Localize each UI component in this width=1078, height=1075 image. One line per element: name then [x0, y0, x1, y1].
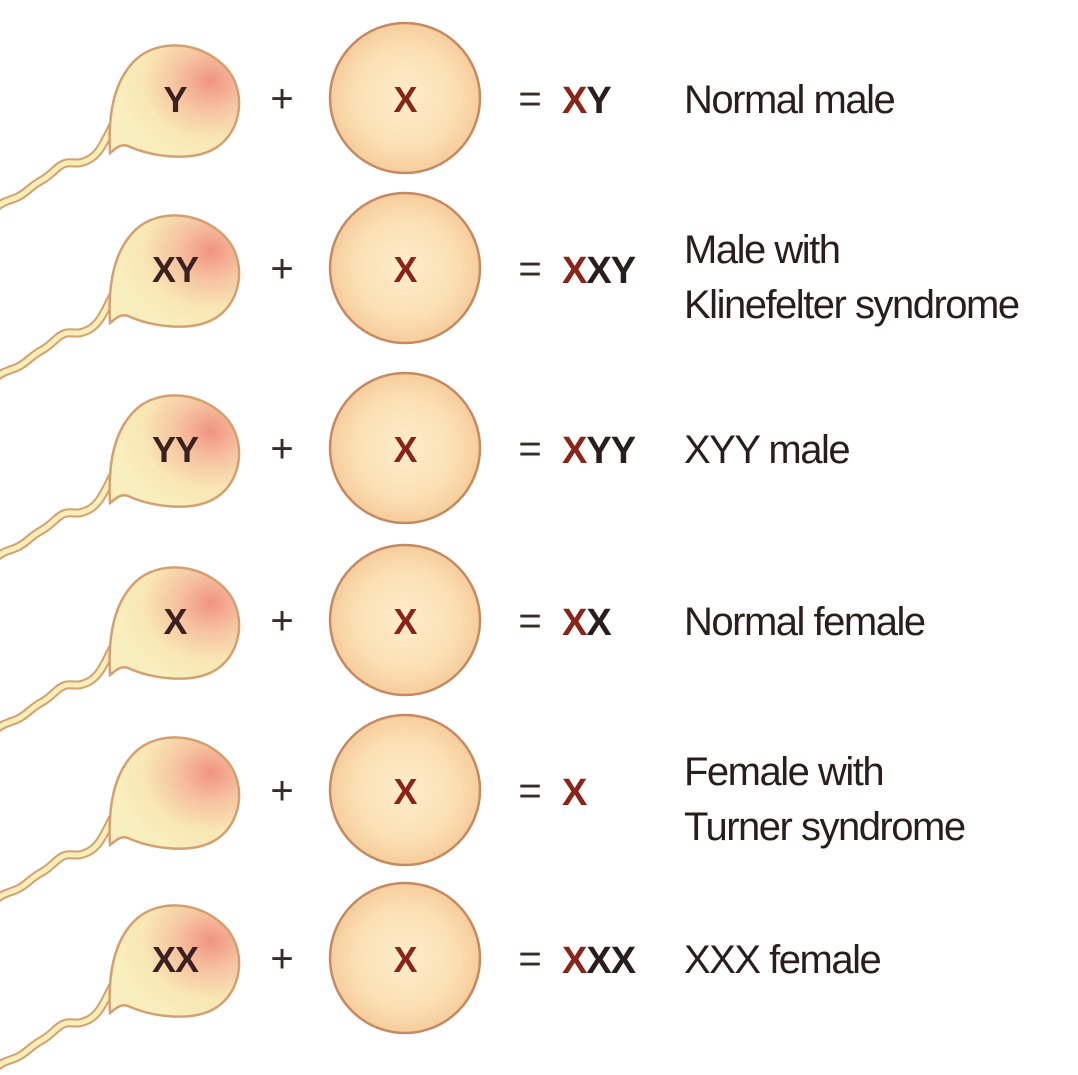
outcome-label: Normal female	[684, 600, 925, 644]
result-genotype: XYY	[562, 430, 636, 472]
result-rest: Y	[586, 80, 611, 122]
egg-chromosome: X	[393, 79, 417, 120]
sperm-tail-inner	[0, 627, 125, 730]
egg-cell	[328, 881, 482, 1035]
sperm-tail-inner	[0, 275, 125, 378]
sperm-tail	[0, 625, 127, 733]
sperm-head	[108, 736, 241, 850]
egg-cell	[328, 543, 482, 697]
egg-cell	[328, 713, 482, 867]
sperm-tail	[0, 453, 127, 561]
equals-sign: =	[518, 77, 541, 121]
sperm-head	[108, 214, 241, 328]
result-x: X	[562, 772, 588, 814]
egg-chromosome: X	[393, 771, 417, 812]
egg-cell	[328, 191, 482, 345]
sperm-tail-inner	[0, 455, 125, 558]
equals-sign: =	[518, 247, 541, 291]
result-genotype: XX	[562, 602, 612, 644]
sperm-head	[108, 566, 241, 680]
sperm-tail	[0, 103, 127, 211]
sperm-tail	[0, 963, 127, 1071]
sperm-chromosomes: XY	[152, 249, 199, 290]
result-rest: XX	[586, 940, 636, 982]
result-rest: YY	[586, 430, 635, 472]
plus-sign: +	[270, 427, 293, 471]
result-rest: X	[586, 602, 612, 644]
egg-chromosome: X	[393, 249, 417, 290]
equals-sign: =	[518, 599, 541, 643]
egg-cell	[328, 371, 482, 525]
sperm-chromosomes: YY	[152, 429, 199, 470]
egg-chromosome: X	[393, 939, 417, 980]
sperm-tail-inner	[0, 797, 125, 900]
sperm-tail	[0, 273, 127, 381]
equals-sign: =	[518, 769, 541, 813]
result-x: X	[562, 430, 588, 472]
sperm-tail	[0, 795, 127, 903]
equals-sign: =	[518, 427, 541, 471]
result-genotype: XXY	[562, 250, 636, 292]
equals-sign: =	[518, 937, 541, 981]
sperm-chromosomes: XX	[152, 939, 199, 980]
egg-chromosome: X	[393, 429, 417, 470]
sperm-head	[108, 904, 241, 1018]
plus-sign: +	[270, 247, 293, 291]
outcome-label-line1: Male with	[684, 228, 839, 272]
result-genotype: X	[562, 772, 588, 814]
egg-chromosome: X	[393, 601, 417, 642]
result-genotype: XXX	[562, 940, 637, 982]
result-genotype: XY	[562, 80, 611, 122]
result-x: X	[562, 250, 588, 292]
outcome-label-line2: Klinefelter syndrome	[684, 283, 1019, 327]
result-x: X	[562, 602, 588, 644]
sperm-tail-inner	[0, 965, 125, 1068]
result-rest: XY	[586, 250, 635, 292]
outcome-label: Normal male	[684, 78, 894, 122]
sperm-head	[108, 394, 241, 508]
sperm-chromosomes: Y	[163, 79, 187, 120]
outcome-label-line1: Female with	[684, 750, 883, 794]
outcome-label: XYY male	[684, 428, 849, 472]
plus-sign: +	[270, 599, 293, 643]
sperm-head	[108, 44, 241, 158]
result-x: X	[562, 80, 588, 122]
outcome-label-line2: Turner syndrome	[684, 805, 965, 849]
plus-sign: +	[270, 769, 293, 813]
egg-cell	[328, 21, 482, 175]
sperm-chromosomes: X	[163, 601, 187, 642]
plus-sign: +	[270, 937, 293, 981]
result-x: X	[562, 940, 588, 982]
outcome-label: XXX female	[684, 938, 880, 982]
sperm-tail-inner	[0, 105, 125, 208]
plus-sign: +	[270, 77, 293, 121]
